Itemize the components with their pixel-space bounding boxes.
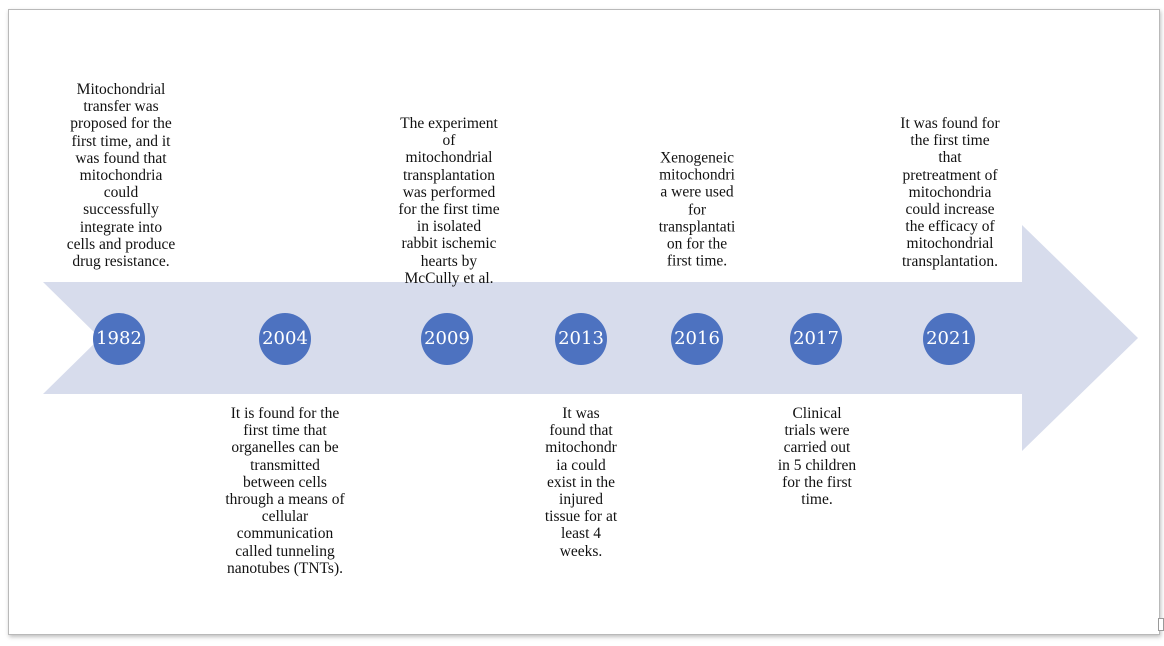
event-description-1982: Mitochondrial transfer was proposed for … [66, 80, 176, 270]
event-description-2016: Xenogeneic mitochondri a were used for t… [658, 149, 736, 270]
year-badge-2009: 2009 [421, 313, 473, 365]
year-badge-1982: 1982 [93, 313, 145, 365]
year-badge-2016: 2016 [671, 313, 723, 365]
event-description-2004: It is found for the first time that orga… [225, 405, 345, 577]
event-description-2013: It was found that mitochondr ia could ex… [544, 405, 618, 560]
resize-handle[interactable] [1158, 618, 1164, 631]
year-badge-2004: 2004 [259, 313, 311, 365]
event-description-2017: Clinical trials were carried out in 5 ch… [777, 405, 857, 509]
timeline-figure: 1982 2004 2009 2013 2016 2017 2021 Mitoc… [8, 9, 1160, 635]
year-badge-2021: 2021 [923, 313, 975, 365]
event-description-2021: It was found for the first time that pre… [900, 115, 1000, 270]
event-description-2009: The experiment of mitochondrial transpla… [398, 114, 500, 287]
year-badge-2017: 2017 [790, 313, 842, 365]
year-badge-2013: 2013 [555, 313, 607, 365]
